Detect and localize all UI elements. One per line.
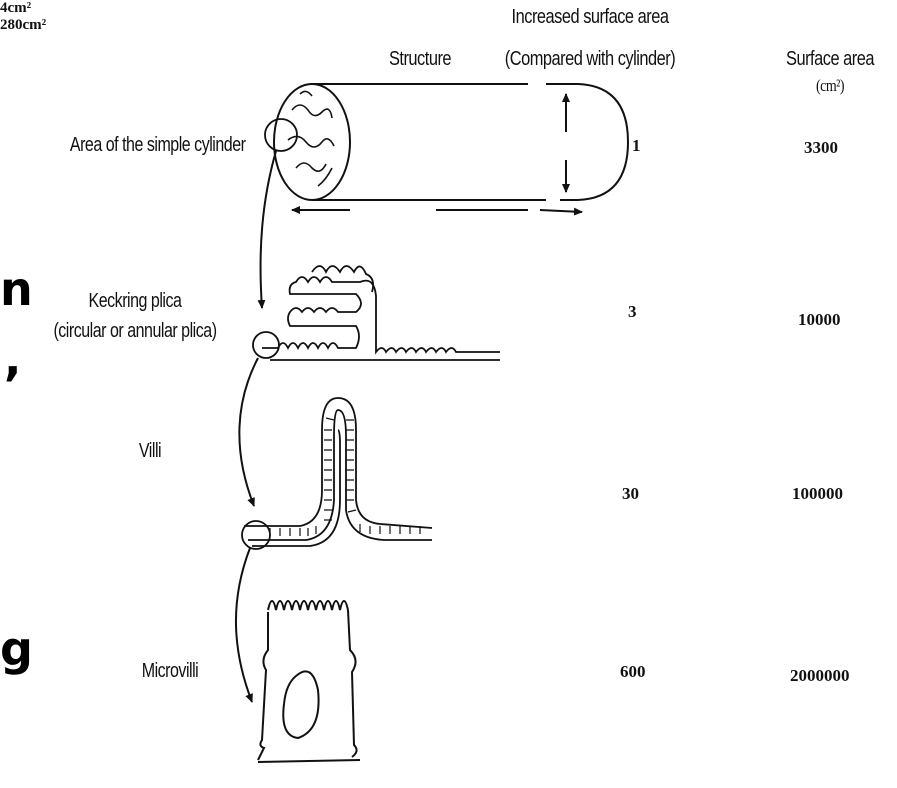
arrow-to-villi <box>239 358 258 506</box>
arrow-to-microvilli <box>236 548 252 702</box>
plica-drawing <box>253 266 500 360</box>
villus-drawing <box>242 398 432 549</box>
arrow-to-plica <box>261 151 276 308</box>
microvilli-cell-drawing <box>258 601 360 762</box>
cylinder-drawing <box>265 84 628 212</box>
